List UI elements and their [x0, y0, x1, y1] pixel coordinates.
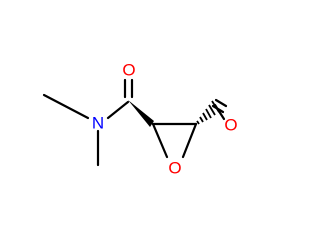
bond-n-methyl-upper: [42, 93, 90, 120]
bond-epoxide-left-o: [151, 122, 169, 159]
bond-aldehyde-double-a: [214, 98, 228, 108]
atom-label-epoxide-oxygen: O: [168, 159, 181, 178]
atom-label-amide-nitrogen: N: [92, 114, 104, 133]
atom-label-carbonyl-oxygen: O: [122, 61, 135, 80]
structure-diagram: O N O O: [42, 60, 238, 178]
atom-label-aldehyde-oxygen: O: [224, 116, 237, 135]
bond-wedge-to-epoxide-left: [128, 100, 154, 127]
molecule-drawing: O N O O: [42, 61, 238, 178]
bond-aldehyde-double-b: [211, 104, 225, 114]
bond-epoxide-right-o: [181, 122, 198, 159]
bond-n-carbonyl-carbon: [106, 100, 130, 120]
